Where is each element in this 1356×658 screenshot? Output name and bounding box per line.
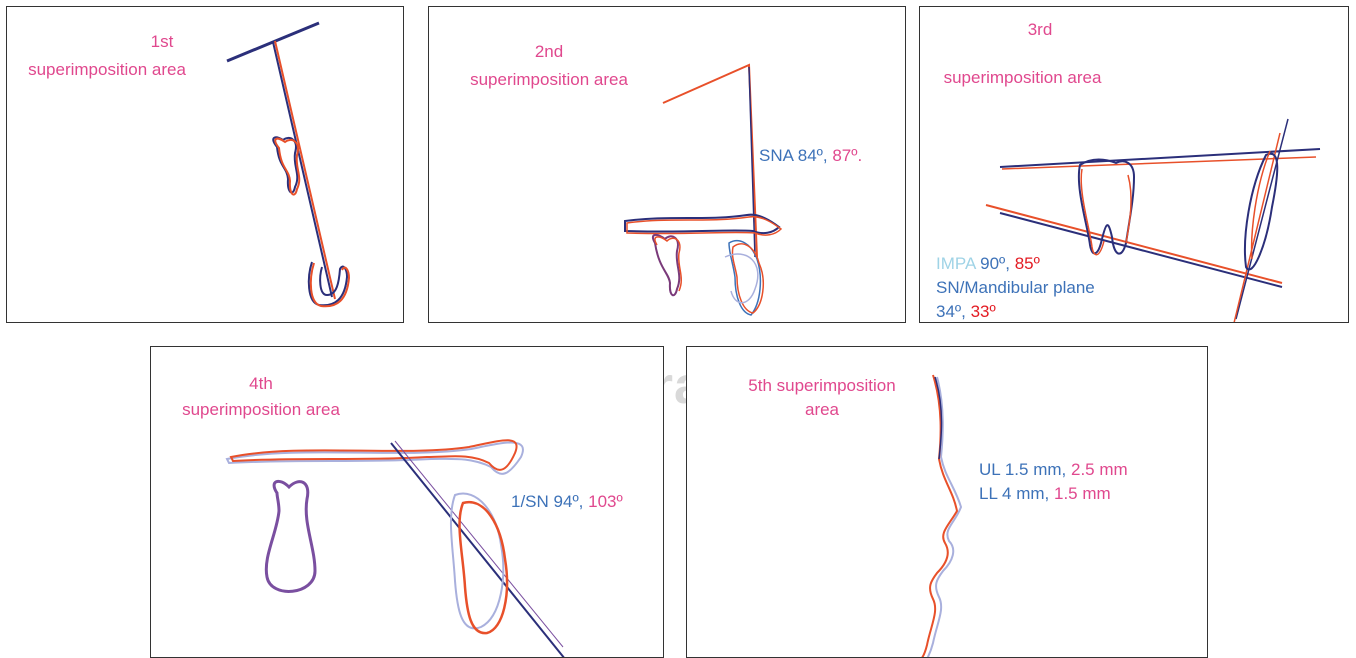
panel-1: 1st superimposition area [6,6,404,323]
ll-measurement: LL 4 mm, 1.5 mm [979,483,1111,504]
panel-4-title-line1: 4th [249,374,273,393]
sn-mp-measurement: 34º, 33º [936,301,996,322]
ll-value-initial: 4 mm, [1002,484,1050,503]
sna-value-final: 87º. [832,146,863,165]
impa-value-initial: 90º, [980,254,1010,273]
panel-1-title-line1: 1st [150,32,174,51]
sna-value-initial: 84º, [797,146,828,165]
panel-2: 2nd superimposition area SNA 84º, 87º. [428,6,906,323]
sna-name: SNA [759,146,794,165]
panel-4-tracing [225,439,565,657]
ul-measurement: UL 1.5 mm, 2.5 mm [979,459,1128,480]
panel-3-title-line1: 3rd [1027,20,1053,39]
ll-name: LL [979,484,998,503]
panel-2-title-line1: 2nd [534,42,564,61]
one-sn-value-initial: 94º, [553,492,584,511]
panel-5-tracing [921,374,963,657]
impa-measurement: IMPA 90º, 85º [936,253,1040,274]
sn-mp-value-final: 33º [970,302,996,321]
panel-2-title-line2: superimposition area [470,70,628,89]
panel-4: 4th superimposition area 1/SN 94º, 103º [150,346,664,658]
panel-1-tracing [226,21,351,308]
panel-3-title-line2: superimposition area [943,68,1102,87]
one-sn-measurement: 1/SN 94º, 103º [511,491,623,512]
panel-5: 5th superimposition area UL 1.5 mm, 2.5 … [686,346,1208,658]
one-sn-value-final: 103º [588,492,623,511]
panel-3-tracing [985,118,1321,322]
ul-name: UL [979,460,1001,479]
panel-3: 3rd superimposition area IMPA 90º, 85º S… [919,6,1349,323]
panel-5-title-line2: area [804,400,840,419]
ul-value-final: 2.5 mm [1070,460,1128,479]
ul-value-initial: 1.5 mm, [1004,460,1067,479]
panel-2-tracing [624,63,783,316]
sn-mp-value-initial: 34º, [936,302,966,321]
one-sn-name: 1/SN [511,492,549,511]
impa-value-final: 85º [1014,254,1040,273]
impa-name: IMPA [936,254,976,273]
sn-mp-name: SN/Mandibular plane [936,278,1095,297]
sna-measurement: SNA 84º, 87º. [759,145,862,166]
panel-1-title-line2: superimposition area [28,60,186,79]
panel-5-title-line1: 5th superimposition [748,376,896,395]
ll-value-final: 1.5 mm [1053,484,1111,503]
panel-4-title-line2: superimposition area [182,400,340,419]
